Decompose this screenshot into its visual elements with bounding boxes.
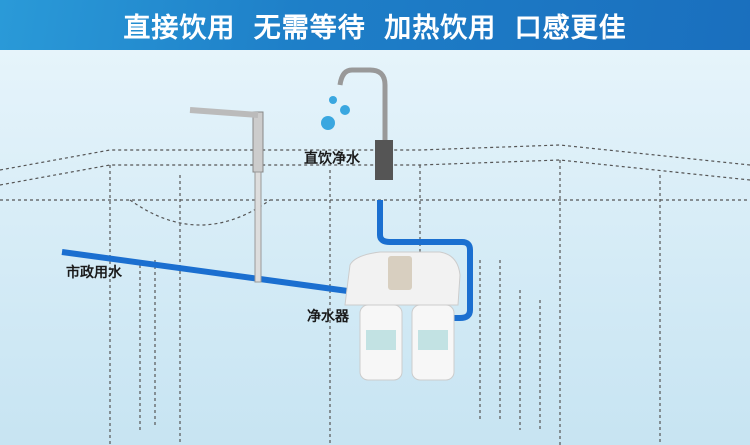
purifier-unit <box>344 251 461 381</box>
label-direct-drinking: 直饮净水 <box>304 151 360 167</box>
cabinet-outline <box>0 144 750 445</box>
header-banner: 直接饮用 无需等待 加热饮用 口感更佳 <box>0 0 750 50</box>
purified-pipe <box>377 200 473 321</box>
headline: 直接饮用 无需等待 加热饮用 口感更佳 <box>123 12 627 44</box>
installation-diagram <box>0 67 750 445</box>
drinking-faucet <box>321 67 393 180</box>
label-municipal-water: 市政用水 <box>66 265 122 281</box>
label-purifier: 净水器 <box>307 309 349 325</box>
kitchen-faucet <box>189 107 264 283</box>
municipal-pipe <box>61 249 356 295</box>
